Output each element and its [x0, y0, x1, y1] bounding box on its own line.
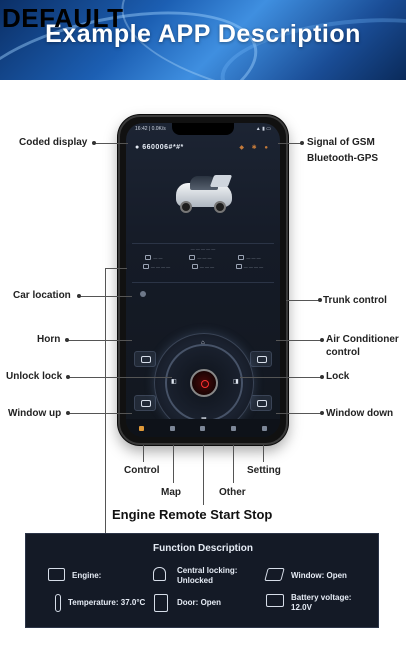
bottom-nav — [126, 419, 280, 437]
function-description-panel: Function Description Engine: Central loc… — [25, 533, 379, 628]
callout-air-conditioner: Air Conditioner — [326, 334, 399, 345]
car-door-icon — [154, 594, 168, 612]
status-icons: ▲ ▮ ▭ — [255, 126, 271, 132]
battery-icon — [266, 594, 284, 607]
window-icon — [264, 568, 285, 581]
callout-signal: Signal of GSM — [307, 137, 375, 148]
callout-ac-control: control — [326, 347, 360, 358]
nav-control-icon[interactable] — [138, 425, 144, 431]
callout-horn: Horn — [37, 334, 61, 345]
status-cell: — — — — — [142, 264, 170, 269]
central-locking-status: Central locking: Unlocked — [177, 566, 238, 585]
callout-window-up: Window up — [8, 408, 62, 419]
status-cell: — — — [145, 255, 163, 260]
car-location-icon[interactable] — [140, 291, 146, 297]
callout-map: Map — [161, 487, 181, 498]
nav-other-icon[interactable] — [200, 425, 206, 431]
callout-trunk-control: Trunk control — [323, 295, 387, 306]
callout-car-location: Car location — [13, 290, 71, 301]
trunk-icon[interactable]: ⌂ — [201, 340, 205, 346]
unlock-icon[interactable]: ◧ — [171, 379, 177, 385]
battery-voltage-status: Battery voltage: 12.0V — [291, 593, 352, 612]
window-up-icon — [141, 400, 151, 407]
nav-list-icon[interactable] — [231, 425, 237, 431]
callout-control: Control — [124, 465, 160, 476]
window-down-icon — [257, 400, 267, 407]
callout-window-down: Window down — [326, 408, 394, 419]
status-cell: — — — — [189, 255, 212, 260]
window-up-button[interactable] — [134, 395, 156, 411]
unlock-icon — [153, 567, 166, 581]
lock-icon[interactable]: ◨ — [233, 379, 239, 385]
horn-button[interactable] — [134, 351, 156, 367]
header-banner: Example APP Description — [0, 0, 406, 80]
phone-notch — [172, 123, 234, 135]
ac-icon — [257, 356, 267, 363]
watermark-label: DEFAULT — [2, 3, 124, 33]
status-time: 16:42 | 0.0K/s — [135, 126, 166, 132]
callout-bluetooth-gps: Bluetooth-GPS — [307, 153, 379, 164]
callout-unlock-lock: Unlock lock — [6, 371, 63, 382]
thermometer-icon — [55, 594, 61, 612]
control-dial: ⌂ ◧ ◨ ▦ — [154, 333, 254, 433]
engine-start-stop-button[interactable] — [190, 369, 218, 397]
temperature-status: Temperature: 37.0°C — [68, 598, 146, 607]
status-cell: — — — — — [235, 264, 263, 269]
air-conditioner-button[interactable] — [250, 351, 272, 367]
car-image — [168, 171, 240, 219]
door-status: Door: Open — [177, 598, 222, 607]
function-panel-title: Function Description — [153, 543, 253, 554]
signal-icons: ◆ ✱ ● — [239, 145, 271, 151]
banner-title: Example APP Description — [45, 20, 361, 48]
nav-map-icon[interactable] — [169, 425, 175, 431]
phone-screen: 16:42 | 0.0K/s ▲ ▮ ▭ ● 660006#*#* ◆ ✱ ● … — [126, 123, 280, 437]
status-cell: — — — — [238, 255, 261, 260]
engine-remote-start-stop-label: Engine Remote Start Stop — [112, 507, 273, 522]
callout-setting: Setting — [247, 465, 281, 476]
callout-other: Other — [219, 487, 246, 498]
window-down-button[interactable] — [250, 395, 272, 411]
vehicle-status-panel: — — — — — — — — — — — — — — — — — — — — … — [132, 243, 274, 283]
engine-status: Engine: — [72, 571, 102, 580]
callout-lock: Lock — [326, 371, 350, 382]
coded-display-value: ● 660006#*#* — [135, 144, 184, 151]
engine-icon — [48, 568, 65, 581]
callout-coded-display: Coded display — [19, 137, 88, 148]
status-cell: — — — — [191, 264, 214, 269]
nav-setting-icon[interactable] — [262, 425, 268, 431]
horn-icon — [141, 356, 151, 363]
phone-mockup: 16:42 | 0.0K/s ▲ ▮ ▭ ● 660006#*#* ◆ ✱ ● … — [118, 115, 288, 445]
window-status: Window: Open — [291, 571, 347, 580]
